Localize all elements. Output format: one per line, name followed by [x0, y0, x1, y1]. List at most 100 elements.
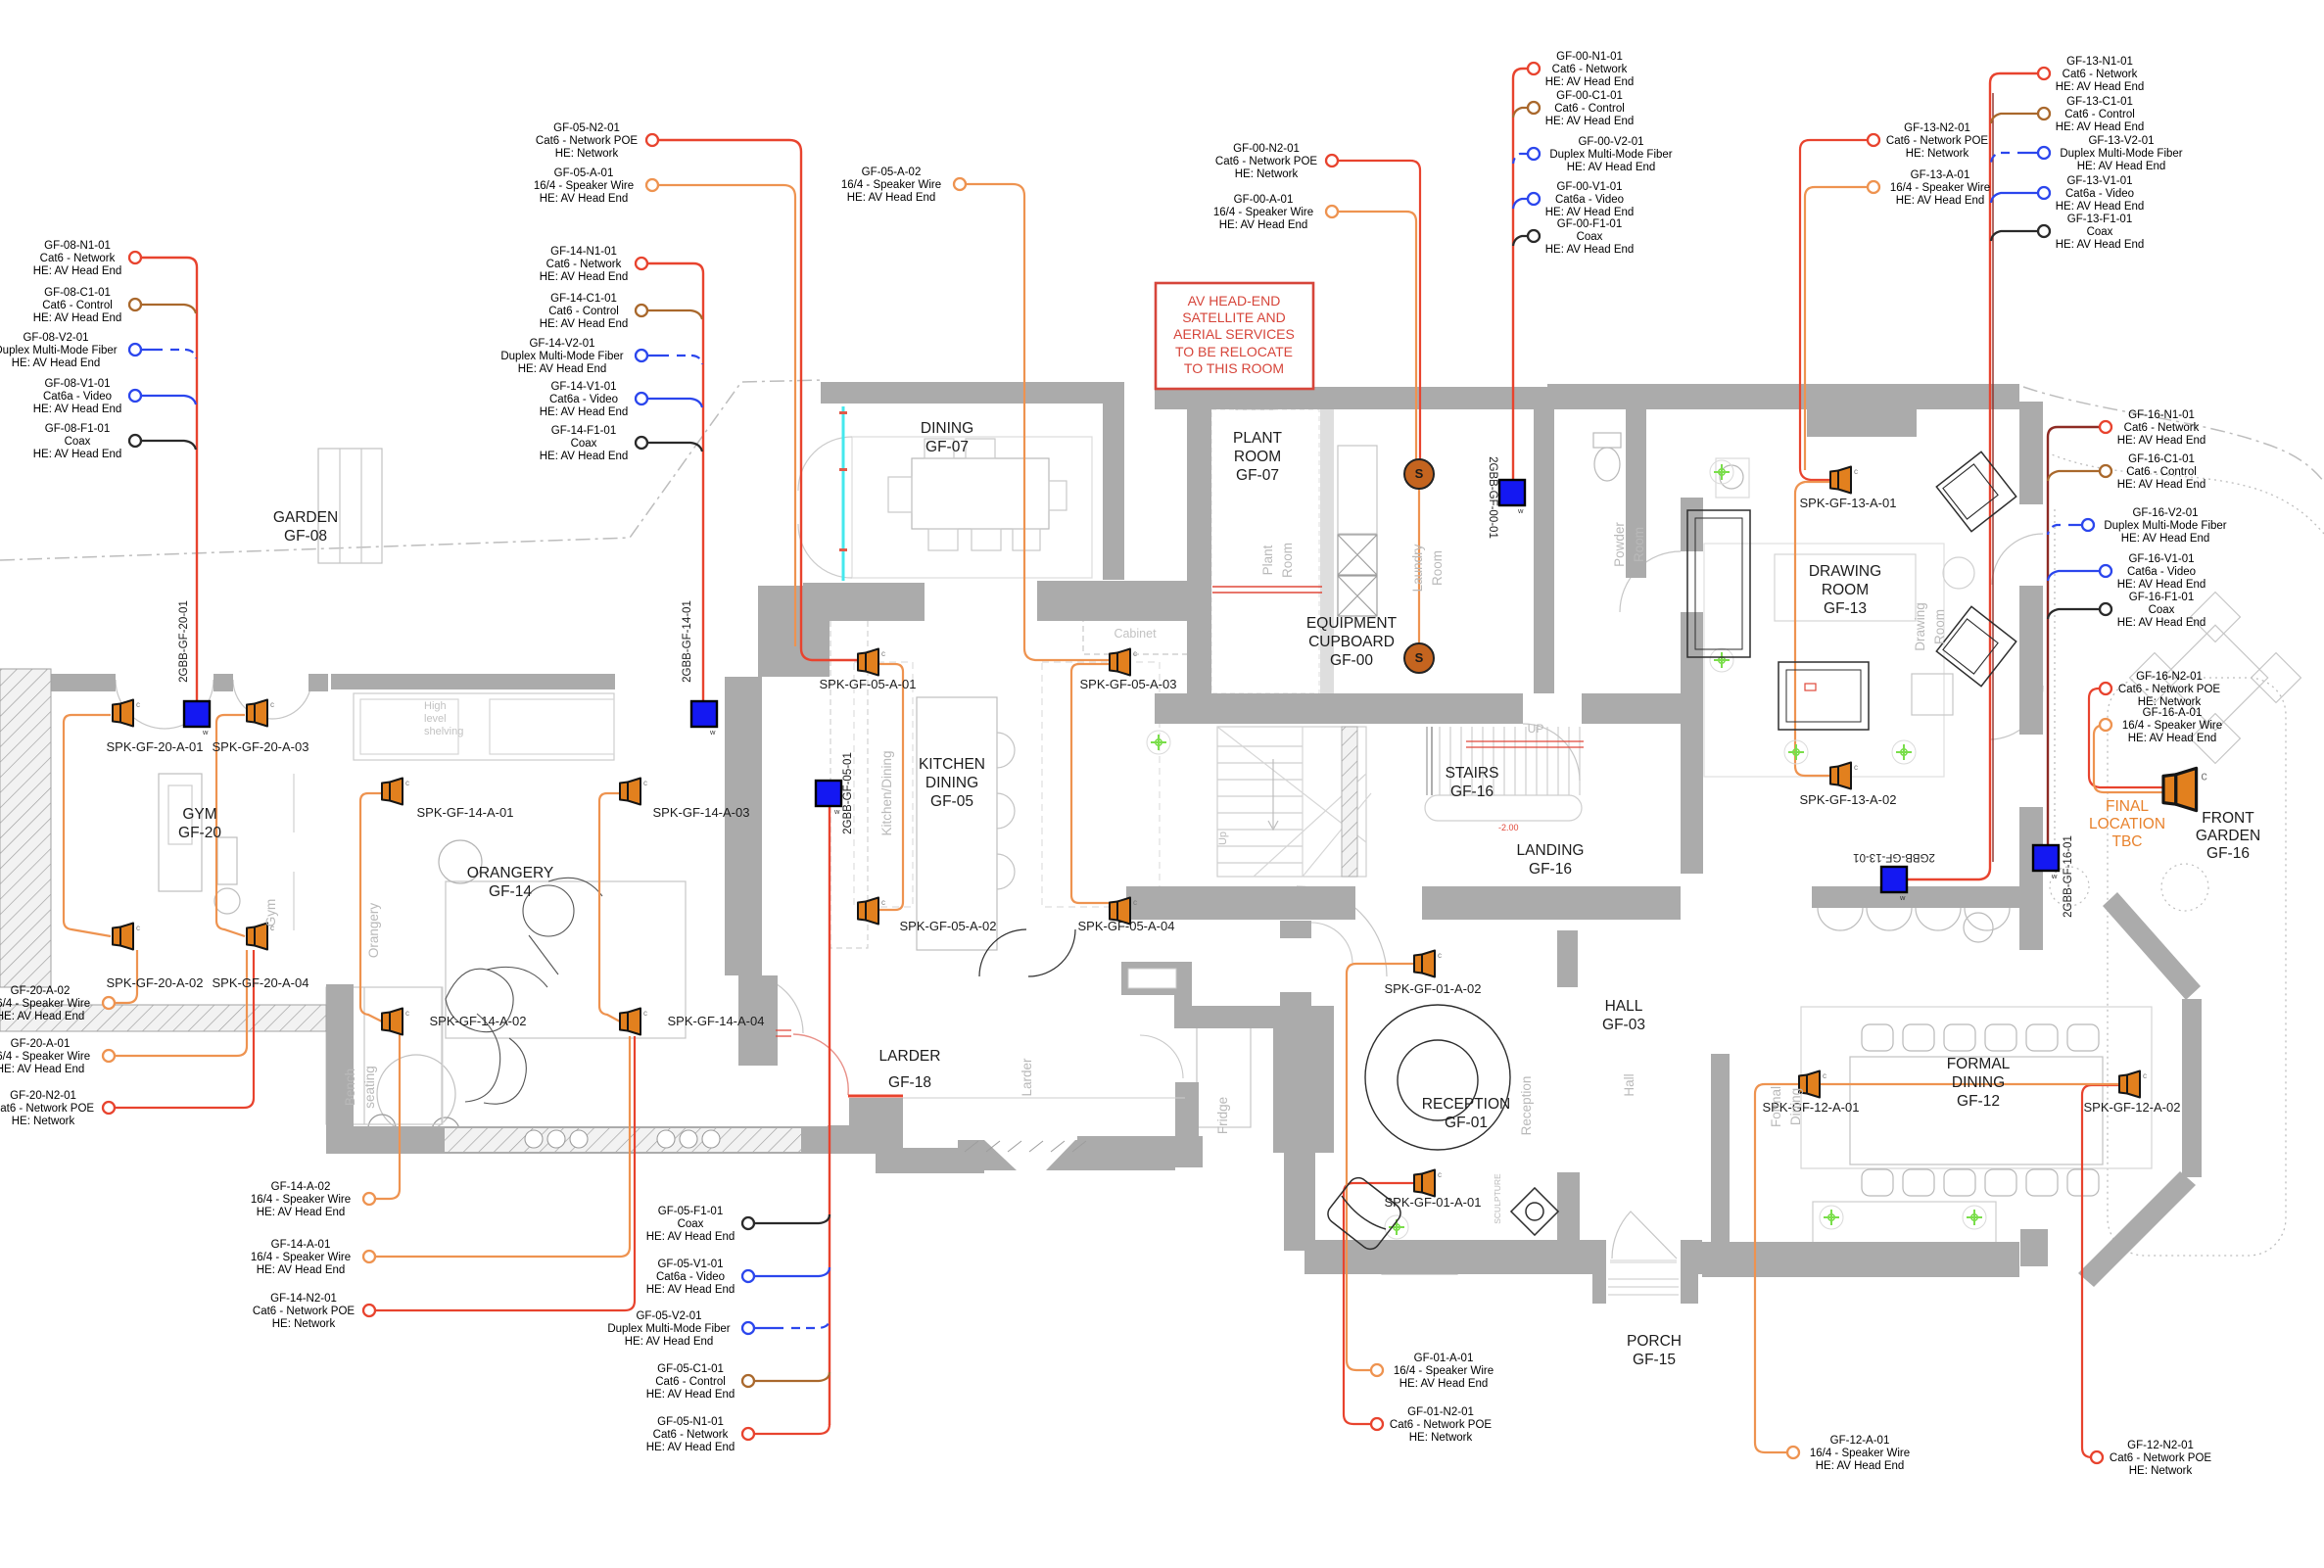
- svg-text:HE: AV Head End: HE: AV Head End: [1545, 244, 1635, 256]
- svg-text:GF-05: GF-05: [930, 793, 973, 810]
- svg-text:DINING: DINING: [1952, 1074, 2005, 1091]
- svg-text:LOCATION: LOCATION: [2089, 816, 2165, 832]
- svg-text:Cat6 - Network POE: Cat6 - Network POE: [2118, 684, 2220, 695]
- svg-text:HE: AV Head End: HE: AV Head End: [2056, 121, 2145, 133]
- svg-text:S: S: [1415, 650, 1424, 665]
- svg-text:CUPBOARD: CUPBOARD: [1308, 634, 1395, 650]
- svg-text:HE: AV Head End: HE: AV Head End: [540, 318, 629, 330]
- svg-text:HE: AV Head End: HE: AV Head End: [2117, 579, 2206, 591]
- svg-text:GF-01: GF-01: [1445, 1115, 1488, 1131]
- svg-text:Duplex Multi-Mode Fiber: Duplex Multi-Mode Fiber: [2060, 148, 2182, 160]
- svg-text:Cat6 - Network POE: Cat6 - Network POE: [536, 135, 638, 147]
- svg-text:TO THIS ROOM: TO THIS ROOM: [1184, 360, 1284, 376]
- svg-text:Room: Room: [1632, 527, 1646, 562]
- svg-text:SPK-GF-20-A-03: SPK-GF-20-A-03: [213, 739, 309, 754]
- svg-text:KITCHEN: KITCHEN: [919, 756, 985, 773]
- svg-text:GF-08-C1-01: GF-08-C1-01: [44, 287, 111, 299]
- svg-text:GF-08-F1-01: GF-08-F1-01: [45, 423, 110, 435]
- svg-text:16/4 - Speaker Wire: 16/4 - Speaker Wire: [0, 998, 90, 1010]
- svg-text:HE: AV Head End: HE: AV Head End: [646, 1442, 735, 1453]
- svg-text:16/4 - Speaker Wire: 16/4 - Speaker Wire: [1810, 1448, 1910, 1459]
- svg-text:Coax: Coax: [65, 436, 91, 448]
- svg-text:-2.00: -2.00: [1498, 823, 1519, 832]
- svg-text:Coax: Coax: [2087, 226, 2113, 238]
- svg-text:GF-14-N1-01: GF-14-N1-01: [550, 246, 617, 258]
- svg-text:HE: AV Head End: HE: AV Head End: [2117, 617, 2206, 629]
- svg-text:Duplex Multi-Mode Fiber: Duplex Multi-Mode Fiber: [2104, 520, 2226, 532]
- svg-text:GF-18: GF-18: [888, 1074, 931, 1091]
- svg-text:Room: Room: [1280, 543, 1295, 578]
- svg-text:Cat6 - Network POE: Cat6 - Network POE: [253, 1306, 355, 1317]
- svg-text:SCULPTURE: SCULPTURE: [1493, 1173, 1502, 1224]
- svg-text:HE: AV Head End: HE: AV Head End: [33, 404, 122, 415]
- svg-text:HALL: HALL: [1605, 998, 1643, 1015]
- svg-text:Kitchen/Dining: Kitchen/Dining: [879, 750, 894, 835]
- svg-text:GF-16-V1-01: GF-16-V1-01: [2128, 553, 2194, 565]
- svg-text:GF-00-N1-01: GF-00-N1-01: [1556, 51, 1623, 63]
- svg-text:GARDEN: GARDEN: [273, 509, 338, 526]
- svg-text:HE: Network: HE: Network: [2138, 696, 2202, 708]
- svg-text:Cat6 - Control: Cat6 - Control: [2126, 466, 2197, 478]
- svg-text:GF-13-V2-01: GF-13-V2-01: [2088, 135, 2154, 147]
- svg-text:16/4 - Speaker Wire: 16/4 - Speaker Wire: [251, 1194, 351, 1206]
- svg-text:SPK-GF-13-A-02: SPK-GF-13-A-02: [1800, 792, 1897, 807]
- svg-text:DINING: DINING: [925, 775, 978, 791]
- svg-text:GF-16: GF-16: [2206, 845, 2250, 862]
- svg-text:HE: AV Head End: HE: AV Head End: [2056, 201, 2145, 213]
- svg-text:GF-16-A-01: GF-16-A-01: [2143, 707, 2203, 719]
- svg-text:GF-05-C1-01: GF-05-C1-01: [657, 1363, 724, 1375]
- svg-text:ROOM: ROOM: [1822, 582, 1869, 598]
- svg-text:HE: AV Head End: HE: AV Head End: [540, 406, 629, 418]
- svg-text:SPK-GF-14-A-01: SPK-GF-14-A-01: [417, 805, 514, 820]
- svg-text:GF-00: GF-00: [1330, 652, 1373, 669]
- svg-text:HE: AV Head End: HE: AV Head End: [646, 1231, 735, 1243]
- svg-text:GF-14-C1-01: GF-14-C1-01: [550, 293, 617, 305]
- svg-text:HE: AV Head End: HE: AV Head End: [540, 193, 629, 205]
- svg-text:Gym: Gym: [263, 899, 278, 927]
- svg-text:GF-00-N2-01: GF-00-N2-01: [1233, 143, 1300, 155]
- svg-text:Cat6a - Video: Cat6a - Video: [2065, 188, 2134, 200]
- svg-text:GF-13-V1-01: GF-13-V1-01: [2066, 175, 2132, 187]
- svg-text:Cat6 - Network: Cat6 - Network: [546, 259, 622, 270]
- svg-text:16/4 - Speaker Wire: 16/4 - Speaker Wire: [1394, 1365, 1494, 1377]
- svg-text:2GBB-GF-13-01: 2GBB-GF-13-01: [1853, 851, 1935, 863]
- svg-text:GF-05-N1-01: GF-05-N1-01: [657, 1416, 724, 1428]
- svg-text:Fridge: Fridge: [1215, 1097, 1230, 1134]
- svg-text:Cat6 - Network: Cat6 - Network: [40, 253, 116, 264]
- svg-text:SPK-GF-05-A-02: SPK-GF-05-A-02: [900, 919, 997, 933]
- svg-text:HE: Network: HE: Network: [555, 148, 619, 160]
- svg-text:HE: AV Head End: HE: AV Head End: [1567, 162, 1656, 173]
- svg-text:DRAWING: DRAWING: [1809, 563, 1881, 580]
- svg-text:shelving: shelving: [424, 726, 463, 737]
- svg-text:GF-13-N1-01: GF-13-N1-01: [2066, 56, 2133, 68]
- svg-text:HE: AV Head End: HE: AV Head End: [33, 312, 122, 324]
- svg-text:GF-14-N2-01: GF-14-N2-01: [270, 1293, 337, 1305]
- svg-text:AERIAL SERVICES: AERIAL SERVICES: [1173, 326, 1295, 342]
- svg-text:GF-00-A-01: GF-00-A-01: [1234, 194, 1294, 206]
- svg-text:GF-01-A-01: GF-01-A-01: [1414, 1353, 1474, 1364]
- svg-text:SPK-GF-01-A-01: SPK-GF-01-A-01: [1385, 1195, 1482, 1210]
- svg-text:16/4 - Speaker Wire: 16/4 - Speaker Wire: [0, 1051, 90, 1063]
- svg-text:EQUIPMENT: EQUIPMENT: [1306, 615, 1398, 632]
- svg-text:GF-08-N1-01: GF-08-N1-01: [44, 240, 111, 252]
- svg-text:GARDEN: GARDEN: [2196, 828, 2260, 844]
- svg-text:GF-16-F1-01: GF-16-F1-01: [2129, 592, 2194, 603]
- svg-text:GF-00-F1-01: GF-00-F1-01: [1557, 218, 1622, 230]
- svg-text:High: High: [424, 700, 447, 712]
- svg-text:GF-20-A-01: GF-20-A-01: [11, 1038, 71, 1050]
- svg-text:HE: Network: HE: Network: [1409, 1432, 1473, 1444]
- svg-text:HE: AV Head End: HE: AV Head End: [2117, 435, 2206, 447]
- svg-text:STAIRS: STAIRS: [1446, 765, 1499, 782]
- svg-text:16/4 - Speaker Wire: 16/4 - Speaker Wire: [534, 180, 634, 192]
- svg-text:HE: AV Head End: HE: AV Head End: [646, 1389, 735, 1401]
- svg-text:Cat6a - Video: Cat6a - Video: [549, 394, 618, 405]
- svg-text:HE: AV Head End: HE: AV Head End: [847, 192, 936, 204]
- svg-text:GF-13-N2-01: GF-13-N2-01: [1904, 122, 1970, 134]
- svg-text:GF-20-A-02: GF-20-A-02: [11, 985, 71, 997]
- svg-text:SPK-GF-20-A-01: SPK-GF-20-A-01: [107, 739, 204, 754]
- svg-text:HE: AV Head End: HE: AV Head End: [1816, 1460, 1905, 1472]
- svg-text:HE: Network: HE: Network: [1235, 168, 1299, 180]
- svg-text:HE: AV Head End: HE: AV Head End: [33, 449, 122, 460]
- svg-text:Cat6 - Control: Cat6 - Control: [42, 300, 113, 311]
- svg-text:Cat6 - Control: Cat6 - Control: [655, 1376, 726, 1388]
